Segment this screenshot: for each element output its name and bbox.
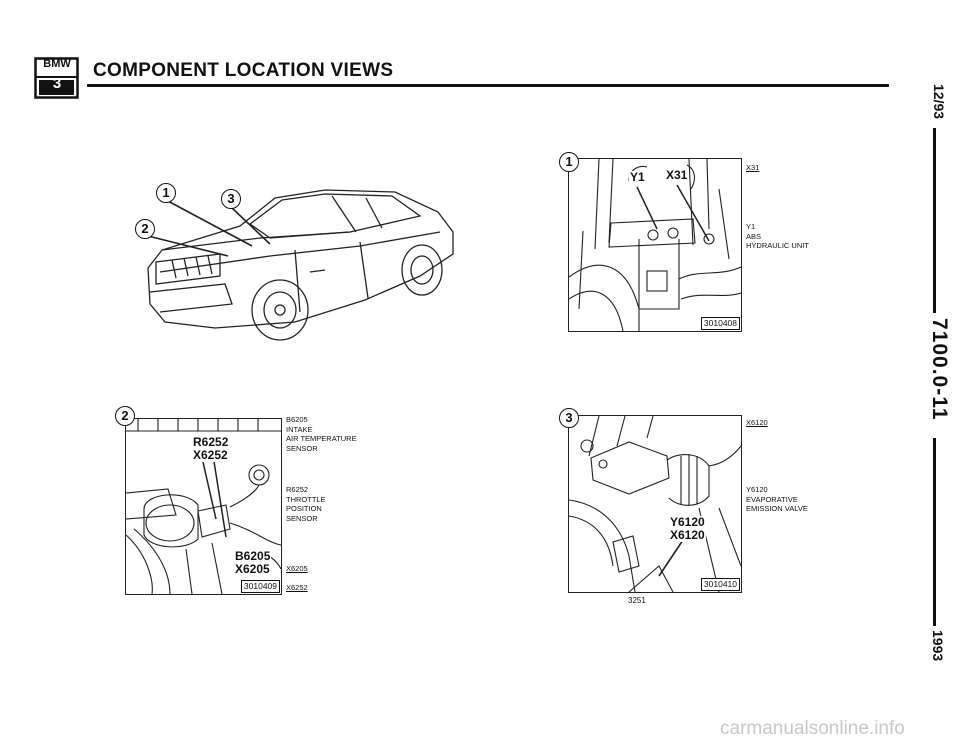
car-overview-illustration: [147, 189, 454, 341]
figure-2-callout: 2: [115, 406, 135, 426]
legend-desc-3: SENSOR: [286, 443, 318, 453]
fig2-label-r6252: R6252: [192, 435, 230, 449]
figure-3-code: 3010410: [700, 578, 740, 591]
figure-2-throttle-housing: R6252 X6252 B6205 X6205 3010409: [125, 418, 282, 595]
side-rule-1: [933, 128, 936, 313]
car-callout-2: 2: [135, 219, 155, 239]
legend-desc-2: AIR TEMPERATURE: [286, 434, 357, 443]
figure-3-drawing: [569, 416, 741, 592]
legend-code-b6205: B6205: [286, 415, 308, 424]
page-number: 3251: [628, 596, 646, 605]
figure-2-code: 3010409: [240, 580, 280, 593]
legend-desc-1: ABS: [746, 231, 762, 241]
figure-2-legend-b6205: B6205 INTAKE AIR TEMPERATURE SENSOR: [286, 415, 357, 453]
legend-desc-2: HYDRAULIC UNIT: [746, 241, 809, 250]
figure-2-legend-x6252: X6252: [286, 583, 308, 593]
side-year: 1993: [930, 630, 946, 662]
car-callout-1: 1: [156, 183, 176, 203]
legend-code-y1: Y1: [746, 222, 756, 231]
legend-code-r6252: R6252: [286, 485, 309, 494]
fig2-label-x6252: X6252: [192, 448, 229, 462]
page-title: COMPONENT LOCATION VIEWS: [93, 60, 394, 81]
side-section-code: 7100.0-11: [928, 318, 951, 421]
legend-desc-1: EVAPORATIVE: [746, 494, 798, 504]
legend-desc-2: POSITION: [286, 504, 322, 513]
figure-1-abs-hydraulic-unit: Y1 X31 3010408: [568, 158, 742, 332]
figure-3-legend-x6120: X6120: [746, 418, 768, 428]
title-rule: [87, 84, 889, 87]
fig3-label-x6120: X6120: [669, 528, 706, 542]
legend-connector-x6252: X6252: [286, 583, 308, 592]
legend-desc-2: EMISSION VALVE: [746, 504, 808, 513]
figure-1-legend-y1: Y1 ABS HYDRAULIC UNIT: [746, 222, 809, 251]
legend-connector-x6205: X6205: [286, 564, 308, 573]
car-callout-3: 3: [221, 189, 241, 209]
figure-1-callout: 1: [559, 152, 579, 172]
legend-desc-1: THROTTLE: [286, 494, 326, 504]
fig2-label-x6205: X6205: [234, 562, 271, 576]
side-rule-2: [933, 438, 936, 626]
figure-3-evaporative-emission-valve: Y6120 X6120 3010410: [568, 415, 742, 593]
legend-connector-x31: X31: [746, 163, 760, 172]
figure-2-legend-r6252: R6252 THROTTLE POSITION SENSOR: [286, 485, 326, 523]
side-date: 12/93: [931, 84, 947, 120]
legend-connector-x6120: X6120: [746, 418, 768, 427]
figure-3-callout: 3: [559, 408, 579, 428]
figure-3-legend-y6120: Y6120 EVAPORATIVE EMISSION VALVE: [746, 485, 808, 514]
figure-1-code: 3010408: [700, 317, 740, 330]
fig1-label-x31: X31: [665, 168, 689, 182]
figure-1-drawing: [569, 159, 741, 331]
figure-1-legend-x31: X31: [746, 163, 759, 173]
fig2-label-b6205: B6205: [234, 549, 272, 563]
logo-text-bottom: 3: [52, 75, 62, 92]
fig3-label-y6120: Y6120: [669, 515, 706, 529]
legend-desc-3: SENSOR: [286, 513, 318, 523]
legend-code-y6120: Y6120: [746, 485, 768, 494]
bmw-3-series-logo: [34, 57, 79, 99]
watermark: carmanualsonline.info: [720, 718, 905, 739]
legend-desc-1: INTAKE: [286, 424, 313, 434]
fig1-label-y1: Y1: [629, 170, 646, 184]
logo-text-top: BMW: [43, 58, 71, 70]
figure-2-legend-x6205: X6205: [286, 564, 308, 574]
